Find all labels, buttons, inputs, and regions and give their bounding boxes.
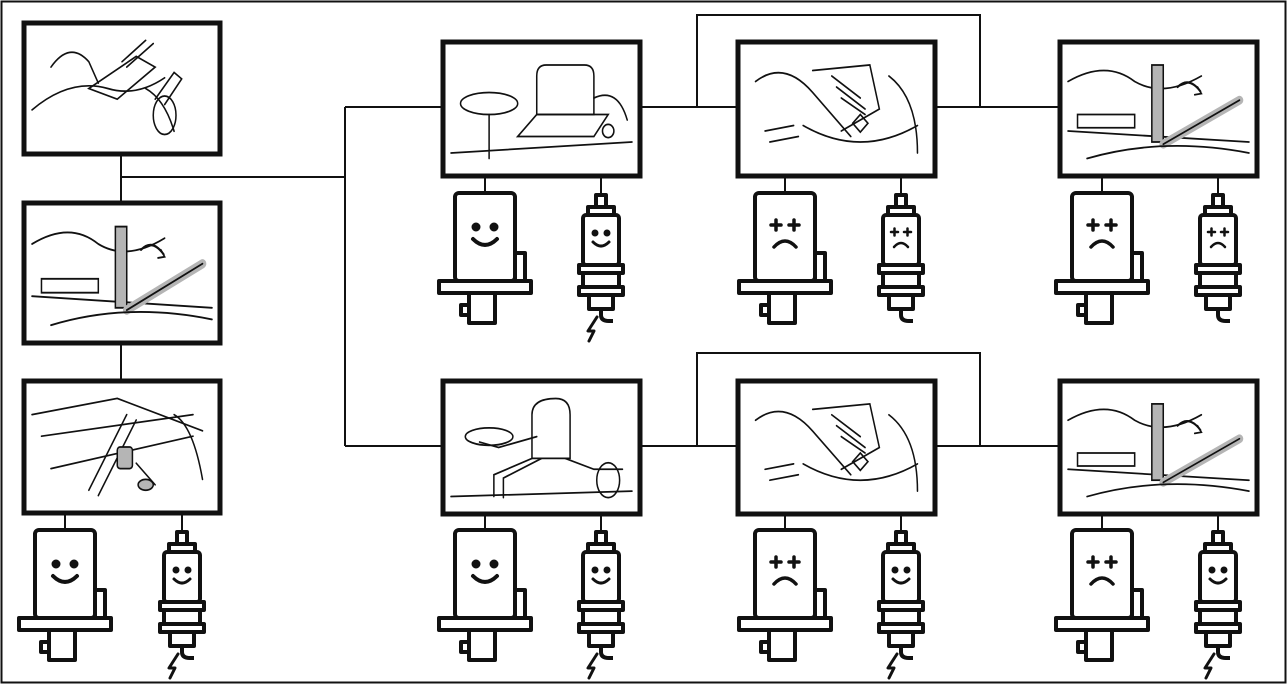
- panel-mower-deck-1: [738, 42, 935, 176]
- panel-pedal-brake: [24, 381, 220, 513]
- panel-mower-deck-2: [738, 381, 935, 514]
- spark-plug-icon: [579, 532, 623, 678]
- spark-plug-icon: [160, 532, 204, 678]
- starter-solenoid-icon: [739, 530, 831, 660]
- panel-frame: [738, 42, 935, 176]
- starter-solenoid-icon: [1056, 530, 1148, 660]
- panel-choke-lever-2: [1060, 42, 1257, 176]
- panel-frame: [443, 42, 640, 176]
- panel-ignition-key: [24, 23, 220, 154]
- spark-bolt-icon: [588, 317, 597, 341]
- spark-bolt-icon: [888, 654, 897, 678]
- spark-plug-icon: [879, 532, 923, 678]
- outcome-choke-lever-3: [1056, 530, 1240, 678]
- starter-solenoid-icon: [439, 530, 531, 660]
- spark-bolt-icon: [1205, 654, 1214, 678]
- outcome-choke-lever-2: [1056, 193, 1240, 323]
- outcome-seat-occupied: [439, 530, 623, 678]
- panel-seat-empty: [443, 42, 640, 176]
- starter-solenoid-icon: [19, 530, 111, 660]
- outcome-pedal-brake: [19, 530, 204, 678]
- outcome-mower-deck-2: [739, 530, 923, 678]
- starter-solenoid-icon: [439, 193, 531, 323]
- spark-bolt-icon: [588, 654, 597, 678]
- spark-plug-icon: [1196, 532, 1240, 678]
- panel-frame: [24, 23, 220, 154]
- starter-solenoid-icon: [1056, 193, 1148, 323]
- outcome-seat-empty: [439, 193, 623, 341]
- panel-choke-lever-3: [1060, 381, 1257, 514]
- spark-plug-icon: [1196, 195, 1240, 321]
- outcome-mower-deck-1: [739, 193, 923, 323]
- spark-plug-icon: [579, 195, 623, 341]
- spark-plug-icon: [879, 195, 923, 321]
- panel-frame: [738, 381, 935, 514]
- spark-bolt-icon: [169, 654, 178, 678]
- panel-seat-occupied: [443, 381, 640, 514]
- starter-solenoid-icon: [739, 193, 831, 323]
- panel-choke-lever-1: [24, 203, 220, 343]
